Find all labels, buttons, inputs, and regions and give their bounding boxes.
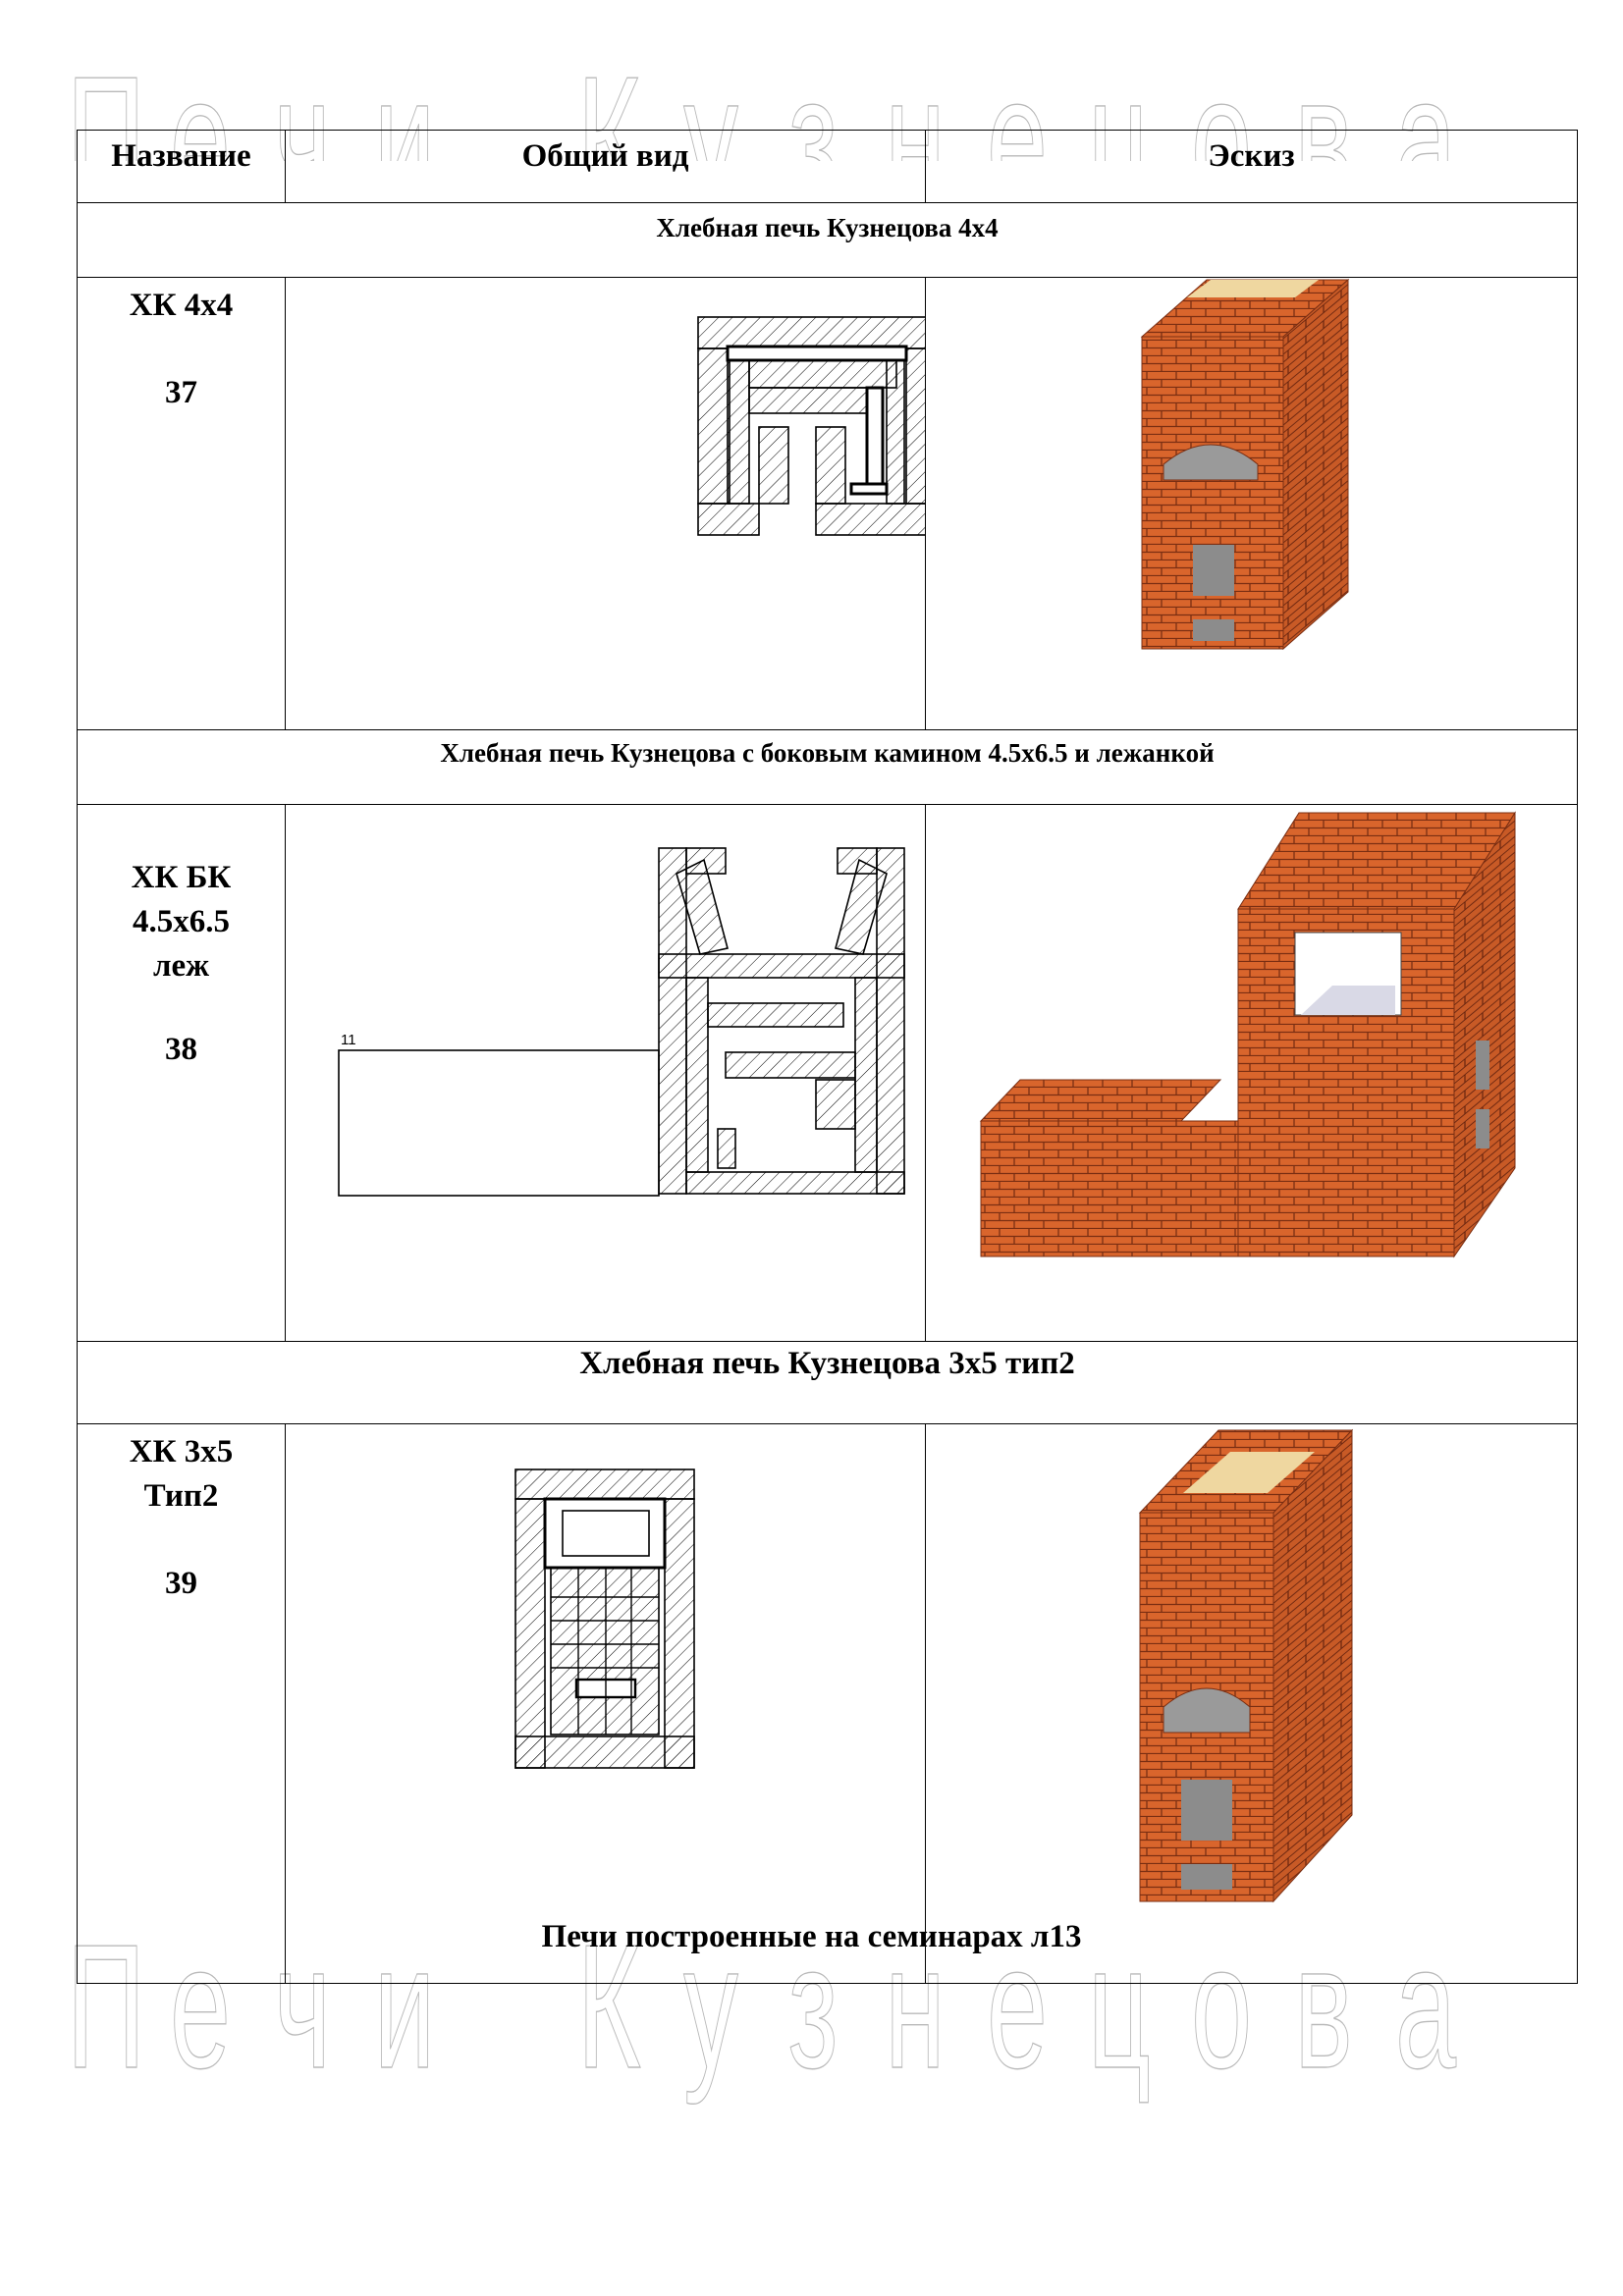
stove-variant: леж (152, 948, 210, 984)
section-title: Хлебная печь Кузнецова с боковым камином… (77, 729, 1578, 805)
section-title: Хлебная печь Кузнецова 4х4 (77, 202, 1578, 278)
brick-stove-sketch (979, 811, 1516, 1258)
plan-drawing-cell (285, 277, 926, 730)
stove-row: ХК 3х5 Тип2 39 (77, 1423, 1578, 1984)
header-sketch: Эскиз (925, 130, 1578, 203)
stove-name-cell: ХК 3х5 Тип2 39 (77, 1423, 286, 1984)
section-title: Хлебная печь Кузнецова 3х5 тип2 (77, 1341, 1578, 1424)
stove-number: 37 (165, 375, 197, 410)
sketch-drawing-cell (925, 277, 1578, 730)
stove-size: 4.5х6.5 (133, 904, 230, 939)
plan-drawing (514, 1468, 695, 1769)
stove-name-cell: ХК БК 4.5х6.5 леж 38 (77, 804, 286, 1342)
footer-caption: Печи построенные на семинарах л13 (541, 1919, 1082, 1954)
stove-type: Тип2 (143, 1478, 219, 1514)
stove-number: 38 (165, 1032, 197, 1067)
section-title-row: Хлебная печь Кузнецова с боковым камином… (77, 729, 1578, 805)
plan-drawing: 11 (338, 847, 905, 1197)
stoves-table: Название Общий вид Эскиз Хлебная печь Ку… (77, 130, 1578, 1984)
section-title-row: Хлебная печь Кузнецова 3х5 тип2 (77, 1341, 1578, 1424)
stove-number: 39 (165, 1566, 197, 1601)
stove-code: ХК 3х5 (129, 1434, 234, 1469)
sketch-drawing-cell (925, 1423, 1578, 1984)
plan-drawing-cell: 11 (285, 804, 926, 1342)
plan-drawing (697, 316, 926, 536)
sketch-drawing-cell (925, 804, 1578, 1342)
brick-stove-sketch (1138, 1428, 1354, 1903)
plan-drawing-cell (285, 1423, 926, 1984)
stove-name-cell: ХК 4х4 37 (77, 277, 286, 730)
plan-label: 11 (341, 1032, 356, 1048)
header-name: Название (77, 130, 286, 203)
stove-row: ХК БК 4.5х6.5 леж 38 11 (77, 804, 1578, 1342)
stove-code: ХК 4х4 (129, 288, 234, 323)
header-general-view: Общий вид (285, 130, 926, 203)
stove-row: ХК 4х4 37 (77, 277, 1578, 730)
header-row: Название Общий вид Эскиз (77, 130, 1578, 203)
brick-stove-sketch (1140, 278, 1350, 651)
section-title-row: Хлебная печь Кузнецова 4х4 (77, 202, 1578, 278)
stove-code: ХК БК (131, 860, 232, 895)
